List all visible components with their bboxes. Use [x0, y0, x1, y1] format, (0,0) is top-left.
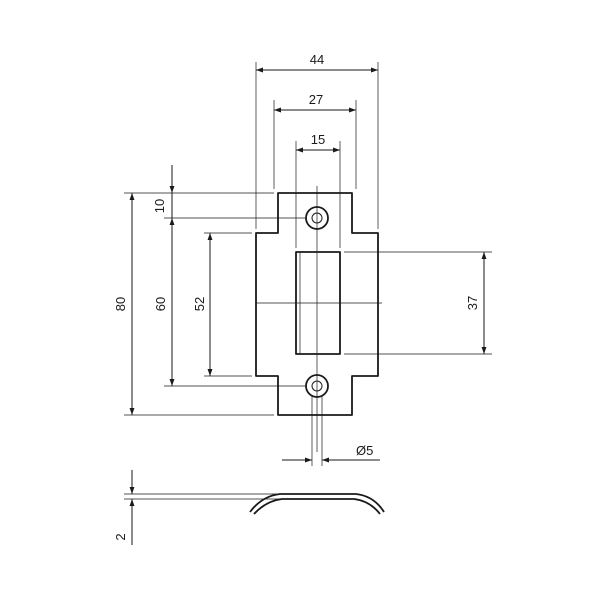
- dim-total-width: 44: [310, 52, 324, 67]
- dim-outer-tab-width: 27: [309, 92, 323, 107]
- extension-lines: [124, 62, 492, 466]
- dim-total-height: 80: [113, 297, 128, 311]
- dim-top-offset: 10: [152, 199, 167, 213]
- dimension-lines: [129, 67, 487, 463]
- thickness-dimension: [124, 470, 282, 545]
- strike-plate-outline: [255, 192, 379, 416]
- dim-tab-height: 52: [192, 297, 207, 311]
- dim-thickness: 2: [113, 533, 128, 540]
- side-view-profile: [249, 493, 385, 515]
- dim-slot-width: 15: [311, 132, 325, 147]
- dim-screw-spacing: 60: [153, 297, 168, 311]
- dim-slot-height: 37: [465, 296, 480, 310]
- centerlines: [256, 186, 382, 452]
- dim-hole-diameter: Ø5: [356, 443, 373, 458]
